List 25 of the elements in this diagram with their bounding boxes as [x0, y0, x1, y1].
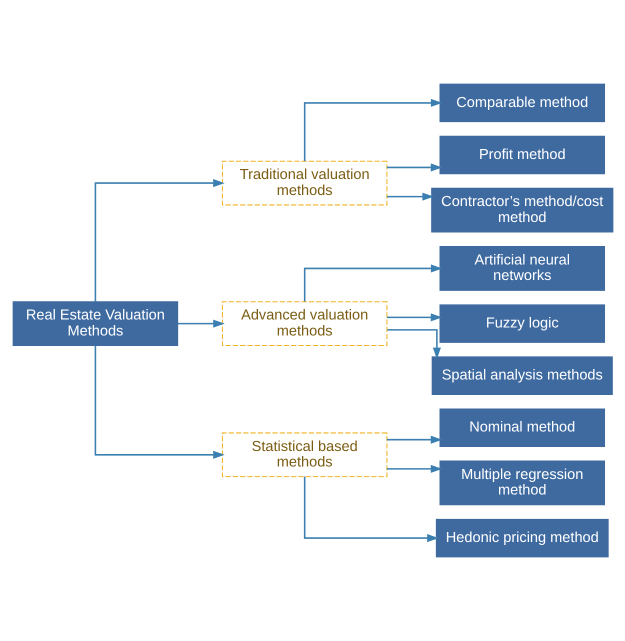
node-box: Traditional valuation methods [221, 160, 387, 206]
arrow [386, 192, 434, 201]
arrow [94, 346, 224, 459]
arrow [94, 179, 224, 302]
node-box: Hedonic pricing method [435, 518, 608, 558]
arrow [303, 264, 442, 302]
arrow [386, 464, 442, 473]
node-box: Artificial neural networks [439, 246, 605, 291]
arrow [386, 436, 442, 444]
arrow [303, 476, 438, 542]
node-box: Multiple regression method [439, 460, 605, 506]
node-box: Nominal method [439, 408, 605, 447]
arrow [386, 313, 442, 322]
node-box: Contractor’s method/cost method [430, 188, 613, 233]
node-box: Comparable method [439, 84, 605, 122]
node-box: Spatial analysis methods [431, 356, 612, 395]
node-box: Fuzzy logic [439, 304, 605, 343]
arrow [386, 163, 442, 172]
node-box: Statistical based methods [221, 432, 387, 478]
arrow [177, 320, 224, 328]
arrow [386, 329, 440, 360]
arrow [303, 98, 442, 162]
node-box: Advanced valuation methods [221, 301, 387, 346]
node-box: Real Estate Valuation Methods [12, 301, 178, 346]
node-box: Profit method [439, 136, 605, 174]
